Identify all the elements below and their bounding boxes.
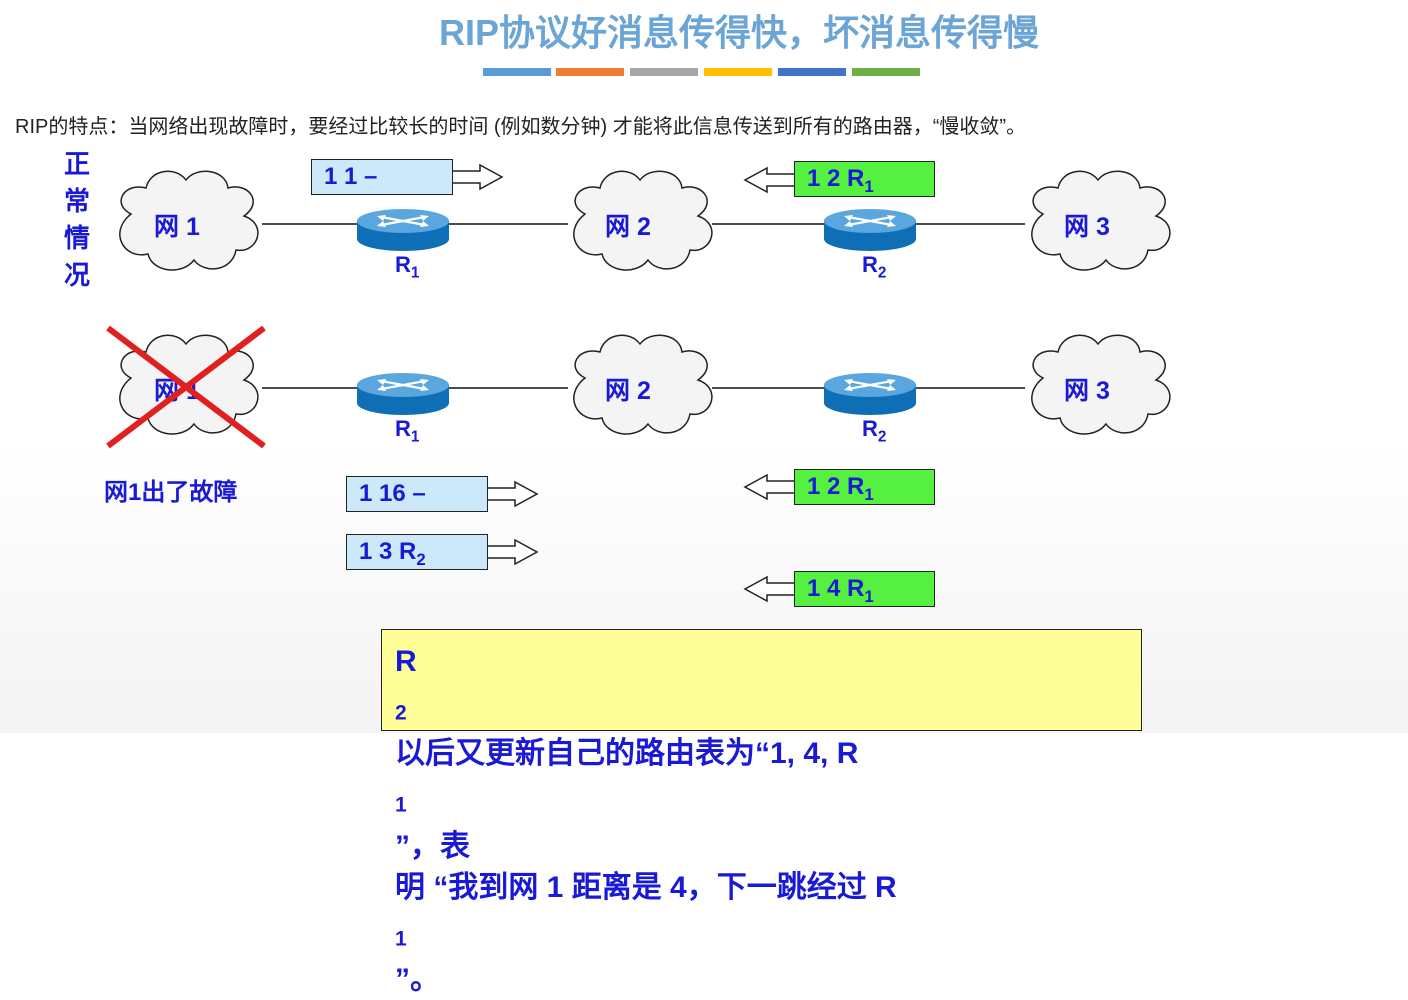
title-bar-4 — [704, 68, 772, 76]
route-msg-r2-normal: 1 2 R1 — [794, 161, 935, 197]
note-sub: 1 — [395, 927, 407, 951]
route-msg-sub: 1 — [864, 586, 874, 606]
router-r1-label: R1 — [395, 252, 419, 282]
note-line-1: R 2 以后又更新自己的路由表为“1, 4, R 1 ”，表 — [395, 641, 1141, 867]
route-msg-text: 1 3 R — [359, 538, 417, 565]
normal-case-char: 况 — [63, 260, 90, 290]
fault-label: 网1出了故障 — [104, 479, 238, 506]
note-text: ”，表 — [395, 829, 470, 863]
router-r2-fault-label: R2 — [862, 416, 886, 446]
note-sub: 2 — [395, 701, 407, 725]
intro-text: RIP的特点：当网络出现故障时，要经过比较长的时间 (例如数分钟) 才能将此信息… — [15, 116, 1027, 138]
router-subscript: 1 — [410, 428, 420, 446]
normal-case-char: 正 — [63, 149, 90, 179]
route-msg-r2-fault-2: 1 2 R1 — [794, 469, 935, 505]
router-r1-fault-label: R1 — [395, 416, 419, 446]
net2-label: 网 2 — [605, 213, 651, 241]
title-bar-1 — [483, 68, 551, 76]
page-title: RIP协议好消息传得快，坏消息传得慢 — [438, 12, 1039, 53]
router-name: R — [862, 416, 878, 441]
net1-label: 网 1 — [154, 213, 200, 241]
router-subscript: 2 — [877, 428, 887, 446]
route-msg-text: 1 2 R — [807, 165, 865, 192]
network-diagram — [119, 164, 1171, 602]
route-msg-text: 1 1 – — [324, 163, 378, 190]
title-bar-2 — [556, 68, 624, 76]
net2-fault-label: 网 2 — [605, 377, 651, 405]
fault-cross-icon — [106, 325, 266, 449]
route-msg-r1-fault-16: 1 16 – — [346, 476, 488, 512]
router-subscript: 1 — [410, 264, 420, 282]
route-msg-r1-normal: 1 1 – — [311, 159, 453, 195]
title-bar-6 — [852, 68, 920, 76]
route-msg-r1-fault-3: 1 3 R2 — [346, 534, 488, 570]
router-name: R — [395, 252, 411, 277]
normal-case-label: 正 常 情 况 — [62, 146, 92, 294]
note-text: 明 “我到网 1 距离是 4，下一跳经过 R — [395, 870, 897, 904]
normal-case-char: 常 — [63, 186, 90, 216]
route-msg-text: 1 16 – — [359, 480, 426, 507]
title-bar-3 — [630, 68, 698, 76]
route-msg-sub: 1 — [864, 484, 874, 504]
note-text: R — [395, 645, 417, 678]
note-line-2: 明 “我到网 1 距离是 4，下一跳经过 R 1 ”。 — [395, 867, 1141, 1000]
route-msg-sub: 2 — [416, 549, 426, 569]
title-bar-5 — [778, 68, 846, 76]
net3-fault-label: 网 3 — [1064, 377, 1110, 405]
note-text: 以后又更新自己的路由表为“1, 4, R — [395, 737, 859, 771]
router-name: R — [395, 416, 411, 441]
router-r2-label: R2 — [862, 252, 886, 282]
route-msg-r2-fault-4: 1 4 R1 — [794, 571, 935, 607]
net3-label: 网 3 — [1064, 213, 1110, 241]
note-sub: 1 — [395, 793, 407, 817]
route-msg-text: 1 4 R — [807, 575, 865, 602]
note-text: ”。 — [395, 963, 440, 997]
normal-case-char: 情 — [63, 223, 90, 253]
explanation-note: R 2 以后又更新自己的路由表为“1, 4, R 1 ”，表 明 “我到网 1 距离是… — [381, 629, 1142, 996]
route-msg-sub: 1 — [864, 176, 874, 196]
route-msg-text: 1 2 R — [807, 473, 865, 500]
router-name: R — [862, 252, 878, 277]
router-subscript: 2 — [877, 264, 887, 282]
